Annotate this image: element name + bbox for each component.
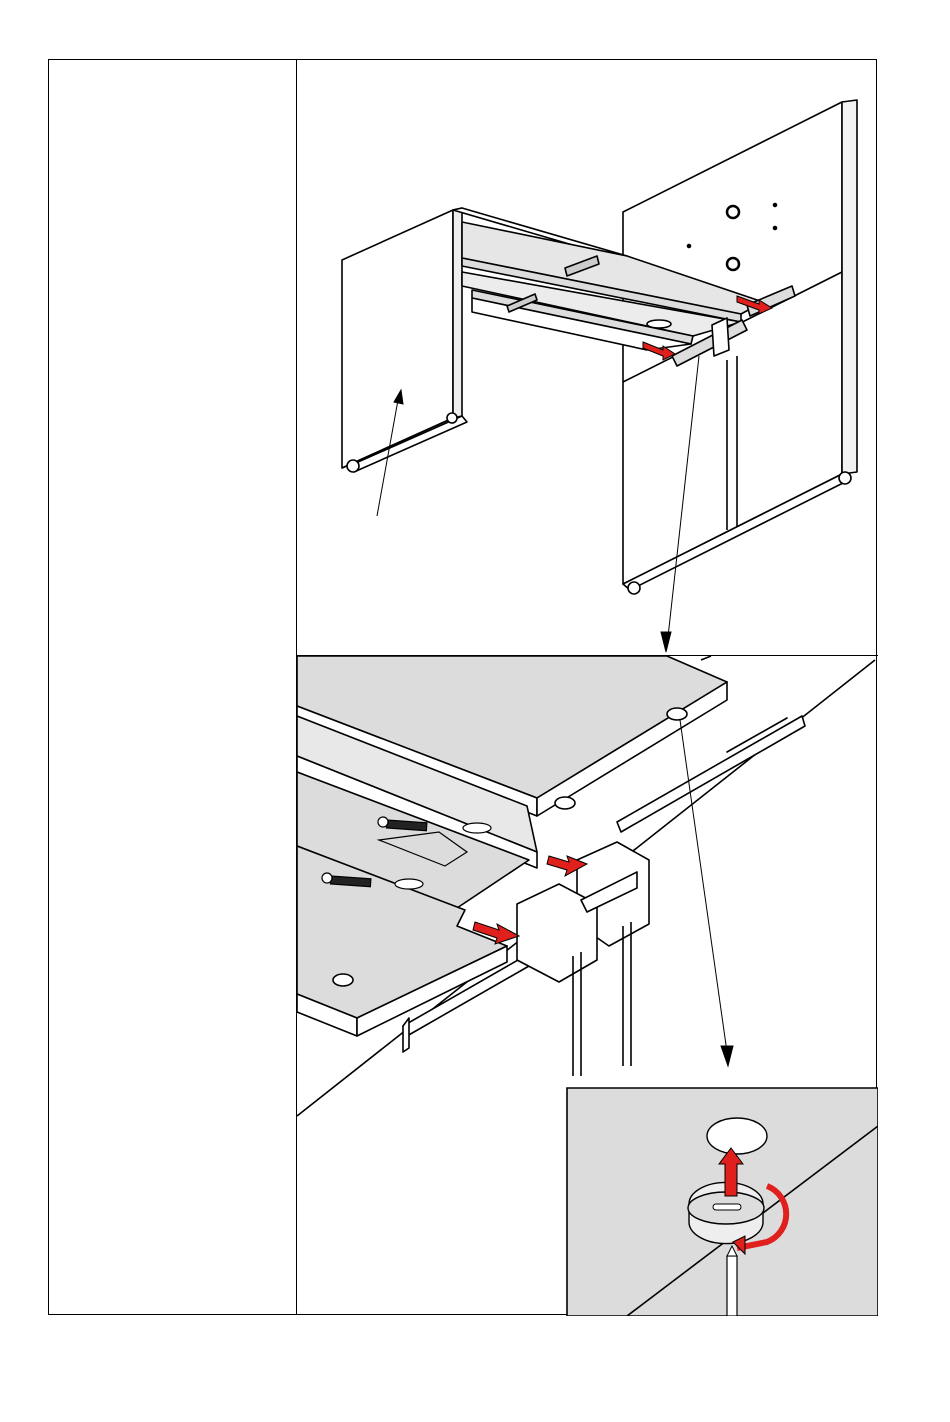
detail-cam-lock	[567, 1088, 878, 1316]
detail-panel	[297, 656, 878, 1316]
overview-cabinet-frame	[297, 60, 878, 656]
overview-panel	[297, 60, 878, 656]
instruction-sheet	[48, 59, 877, 1315]
detail-rail-connection	[297, 656, 878, 1316]
right-panel-edge	[842, 100, 857, 474]
step-text-column	[49, 60, 297, 1314]
